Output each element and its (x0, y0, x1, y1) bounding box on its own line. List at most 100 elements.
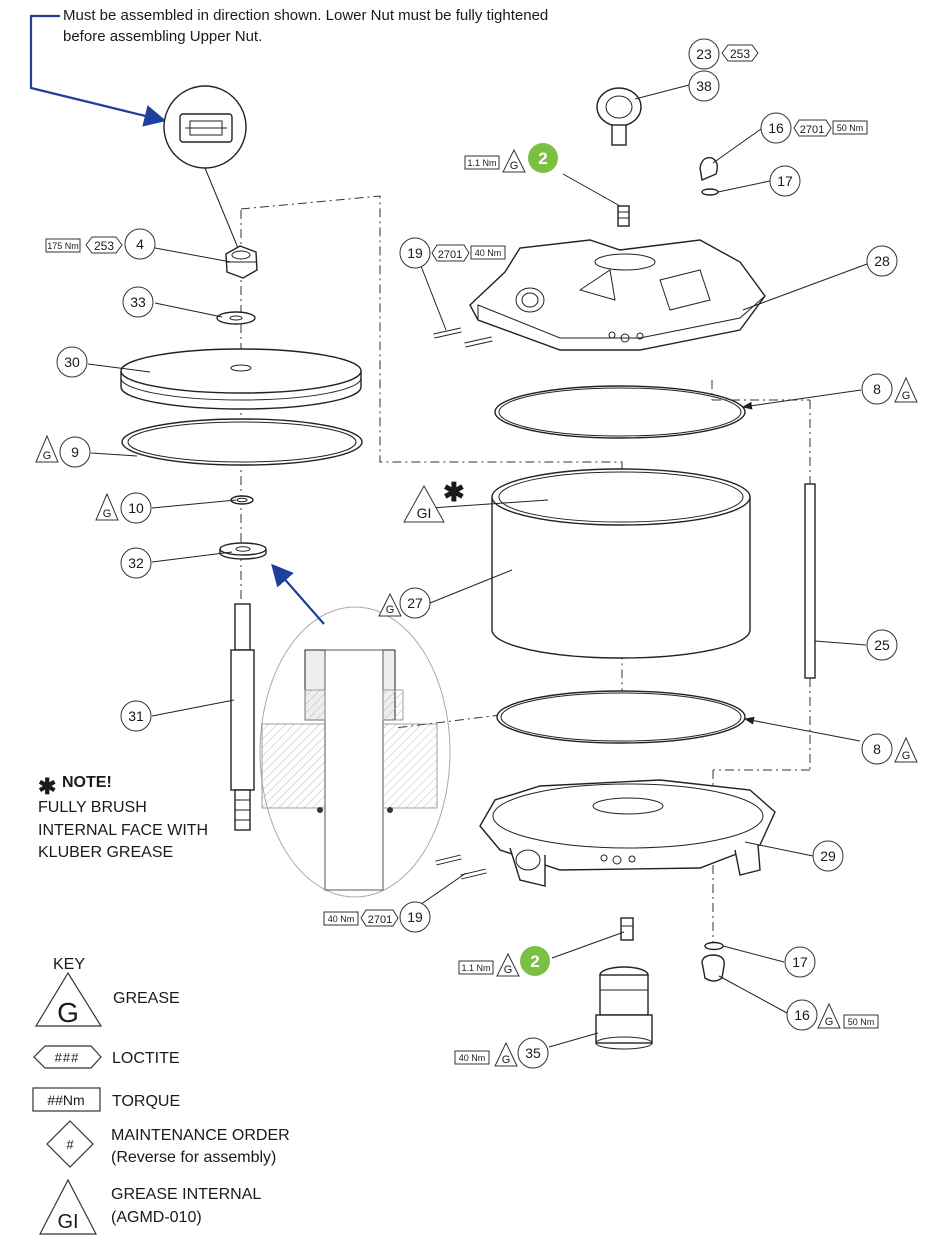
part-16-top-cap-nut (699, 157, 719, 181)
top-note: Must be assembled in direction shown. Lo… (63, 7, 548, 45)
callout-4: 175 Nm 253 4 (45, 228, 156, 260)
callout-2-bottom-order: 2 (530, 952, 539, 971)
note-leader-blue (29, 14, 167, 127)
key-grease-symbol: G (57, 997, 79, 1028)
callout-16-bottom: 16 G 50 Nm (786, 999, 879, 1031)
part-32-washer (219, 542, 267, 560)
callout-29: 29 (812, 840, 844, 872)
callout-2-top-order: 2 (538, 149, 547, 168)
callout-31: 31 (120, 700, 152, 732)
callout-35-grease: G (502, 1054, 511, 1066)
callout-23-loctite: 253 (730, 47, 750, 61)
callout-25: 25 (866, 629, 898, 661)
callout-2-bottom-grease: G (504, 964, 513, 976)
callout-10-number: 10 (128, 500, 144, 516)
callout-32: 32 (120, 547, 152, 579)
leader-lines (87, 84, 868, 1048)
callout-2-top-grease: G (510, 160, 519, 172)
key-gi-label-2: (AGMD-010) (111, 1209, 202, 1226)
callout-4-torque: 175 Nm (47, 241, 79, 251)
callout-2-top: 1.1 Nm G 2 (464, 143, 558, 173)
part-8-bottom-oring (496, 690, 746, 744)
callout-30-number: 30 (64, 354, 80, 370)
callout-27-gi-symbol: GI (417, 505, 432, 521)
callout-9-grease: G (43, 450, 52, 462)
callout-8-bottom: 8 G (861, 733, 918, 765)
note-title: NOTE! (62, 774, 112, 791)
callout-17-top: 17 (769, 165, 801, 197)
callout-38-number: 38 (696, 78, 712, 94)
callout-19-top-loctite: 2701 (438, 249, 462, 261)
callout-8-top: 8 G (861, 373, 918, 405)
callout-27-number: 27 (407, 595, 423, 611)
callout-33-number: 33 (130, 294, 146, 310)
part-35-coupling (595, 966, 653, 1050)
key-torque-label: TORQUE (112, 1093, 180, 1110)
callout-35-torque: 40 Nm (459, 1053, 486, 1063)
part-28-top-cover (469, 239, 766, 351)
callout-17-top-number: 17 (777, 173, 793, 189)
callout-16-top-torque: 50 Nm (837, 123, 864, 133)
key-title: KEY (53, 956, 85, 973)
callout-10-grease: G (103, 508, 112, 520)
part-8-top-oring (494, 385, 746, 439)
callout-19-bottom: 40 Nm 2701 19 (323, 901, 431, 933)
part-30-disc (120, 348, 362, 410)
callout-17-bottom-number: 17 (792, 954, 808, 970)
key-order-symbol: # (66, 1137, 74, 1152)
part-16-bottom-cap-nut (701, 954, 725, 982)
callout-31-number: 31 (128, 708, 144, 724)
callout-35: 40 Nm G 35 (454, 1037, 549, 1069)
part-27-cylinder (491, 468, 751, 659)
callout-8-bottom-grease: G (902, 750, 911, 762)
key-loctite-label: LOCTITE (112, 1050, 180, 1067)
part-23-eye-bolt (596, 87, 642, 146)
part-17-bottom-washer (704, 941, 724, 951)
callout-27-gi: GI ✱ (403, 477, 465, 523)
callout-9-number: 9 (71, 444, 79, 460)
callout-32-number: 32 (128, 555, 144, 571)
callout-19-top-number: 19 (407, 245, 423, 261)
callout-19-bottom-number: 19 (407, 909, 423, 925)
part-29-base (479, 779, 776, 887)
key-loctite-symbol: ### (55, 1050, 80, 1065)
callout-30: 30 (56, 346, 88, 378)
key-order-label-1: MAINTENANCE ORDER (111, 1127, 290, 1144)
callout-10: G 10 (95, 492, 152, 524)
callout-2-bottom: 1.1 Nm G 2 (458, 946, 550, 977)
part-31-shaft (230, 603, 255, 831)
top-note-line1: Must be assembled in direction shown. Lo… (63, 7, 548, 24)
part-2-bottom-nipple (620, 917, 634, 941)
callout-28: 28 (866, 245, 898, 277)
callout-28-number: 28 (874, 253, 890, 269)
callout-8-top-number: 8 (873, 381, 881, 397)
callout-2-top-torque: 1.1 Nm (467, 158, 496, 168)
part-17-top-washer (701, 188, 719, 196)
assembly-path-line (240, 195, 623, 729)
key-legend: KEY G GREASE ### LOCTITE ##Nm TORQUE # M… (32, 956, 290, 1235)
part-9-oring (121, 418, 363, 466)
note-star: ✱ (38, 774, 56, 799)
part-19-top-dowels (433, 327, 493, 348)
callout-16-top-loctite: 2701 (800, 124, 824, 136)
callout-8-bottom-number: 8 (873, 741, 881, 757)
callout-17-bottom: 17 (784, 946, 816, 978)
callout-23-number: 23 (696, 46, 712, 62)
top-note-line2: before assembling Upper Nut. (63, 28, 262, 45)
callout-35-number: 35 (525, 1045, 541, 1061)
callout-27: G 27 (378, 587, 431, 619)
key-torque-symbol: ##Nm (47, 1092, 84, 1108)
nut-detail-circle (163, 85, 247, 249)
callout-16-bottom-number: 16 (794, 1007, 810, 1023)
callout-19-bottom-torque: 40 Nm (328, 914, 355, 924)
section-leader-blue (271, 563, 325, 625)
callout-25-number: 25 (874, 637, 890, 653)
callout-33: 33 (122, 286, 154, 318)
callout-16-top-number: 16 (768, 120, 784, 136)
key-grease-label: GREASE (113, 990, 180, 1007)
note-line2: INTERNAL FACE WITH (38, 822, 208, 839)
callout-27-grease: G (386, 604, 395, 616)
part-25-tie-rod (804, 483, 816, 679)
